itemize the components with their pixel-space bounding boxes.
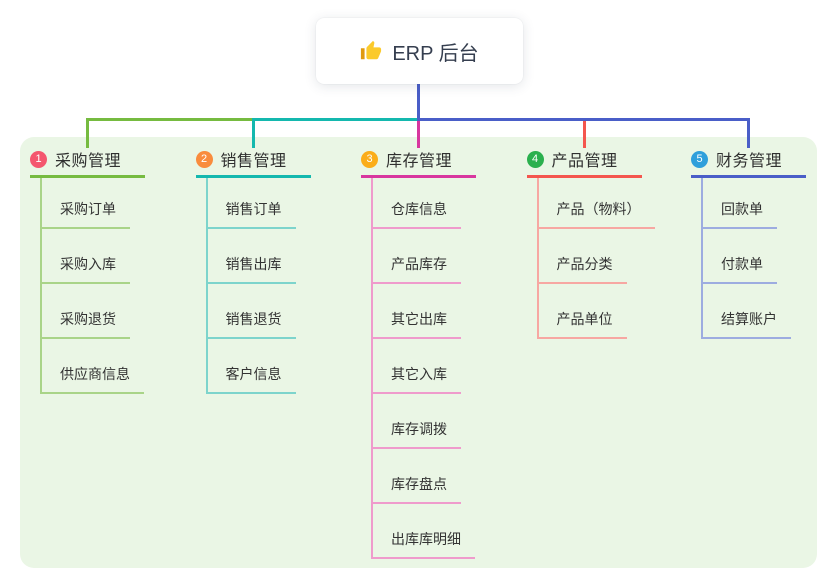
branch-number-badge: 5	[691, 150, 708, 168]
bus-segment-blue	[417, 118, 750, 121]
sub-item-node[interactable]: 其它出库	[373, 284, 461, 339]
branch-drop-line	[251, 120, 255, 148]
branch-number-badge: 1	[30, 150, 47, 168]
sub-item-node[interactable]: 销售出库	[207, 229, 296, 284]
branch-drop-line	[86, 120, 89, 148]
branch-title: 库存管理	[386, 153, 453, 170]
sub-item-node[interactable]: 出库库明细	[373, 504, 475, 559]
branch-title: 财务管理	[716, 153, 783, 170]
sub-item-node[interactable]: 采购订单	[42, 178, 130, 229]
branch-drop-line	[582, 120, 586, 148]
bus-segment-teal	[251, 118, 420, 121]
branches-panel	[20, 137, 817, 568]
branch-subtree: 采购订单采购入库采购退货供应商信息	[40, 178, 144, 394]
branch-node: 5 财务管理 回款单付款单结算账户	[691, 148, 839, 339]
sub-item-node[interactable]: 产品分类	[538, 229, 627, 284]
root-connector-line	[417, 84, 420, 121]
branch-title: 销售管理	[220, 153, 287, 170]
branch-subtree: 回款单付款单结算账户	[701, 178, 791, 339]
branch-header[interactable]: 4 产品管理	[526, 148, 642, 178]
branch-header[interactable]: 3 库存管理	[361, 148, 476, 178]
sub-item-node[interactable]: 采购退货	[42, 284, 130, 339]
sub-item-node[interactable]: 其它入库	[373, 339, 461, 394]
branch-number-badge: 4	[526, 150, 544, 168]
sub-item-node[interactable]: 客户信息	[207, 339, 296, 394]
branch-node: 3 库存管理 仓库信息产品库存其它出库其它入库库存调拨库存盘点出库库明细	[361, 148, 521, 559]
branch-title: 采购管理	[55, 153, 122, 170]
branch-node: 2 销售管理 销售订单销售出库销售退货客户信息	[195, 148, 356, 394]
bus-segment-green	[86, 118, 255, 121]
branch-subtree: 仓库信息产品库存其它出库其它入库库存调拨库存盘点出库库明细	[371, 178, 475, 559]
sub-item-node[interactable]: 产品单位	[538, 284, 627, 339]
branch-drop-line	[747, 120, 750, 148]
sub-item-node[interactable]: 库存盘点	[373, 449, 461, 504]
root-title: ERP 后台	[392, 42, 479, 65]
sub-item-node[interactable]: 采购入库	[42, 229, 130, 284]
sub-item-node[interactable]: 销售退货	[207, 284, 296, 339]
branch-title: 产品管理	[551, 153, 618, 170]
branch-subtree: 销售订单销售出库销售退货客户信息	[205, 178, 296, 394]
sub-item-node[interactable]: 产品库存	[373, 229, 461, 284]
branch-header[interactable]: 2 销售管理	[195, 148, 311, 178]
branch-drop-line	[417, 120, 420, 148]
branch-header[interactable]: 5 财务管理	[691, 148, 806, 178]
branch-header[interactable]: 1 采购管理	[30, 148, 145, 178]
sub-item-node[interactable]: 销售订单	[207, 178, 296, 229]
sub-item-node[interactable]: 仓库信息	[373, 178, 461, 229]
sub-item-node[interactable]: 供应商信息	[42, 339, 144, 394]
sub-item-node[interactable]: 产品（物料）	[538, 178, 655, 229]
branch-node: 1 采购管理 采购订单采购入库采购退货供应商信息	[30, 148, 190, 394]
branch-number-badge: 3	[361, 150, 378, 168]
branch-node: 4 产品管理 产品（物料）产品分类产品单位	[526, 148, 687, 339]
thumbs-up-icon	[360, 40, 382, 62]
sub-item-node[interactable]: 库存调拨	[373, 394, 461, 449]
branch-number-badge: 2	[195, 150, 213, 168]
sub-item-node[interactable]: 回款单	[703, 178, 777, 229]
branch-subtree: 产品（物料）产品分类产品单位	[536, 178, 655, 339]
sub-item-node[interactable]: 结算账户	[703, 284, 791, 339]
sub-item-node[interactable]: 付款单	[703, 229, 777, 284]
root-node[interactable]: ERP 后台	[316, 18, 523, 84]
